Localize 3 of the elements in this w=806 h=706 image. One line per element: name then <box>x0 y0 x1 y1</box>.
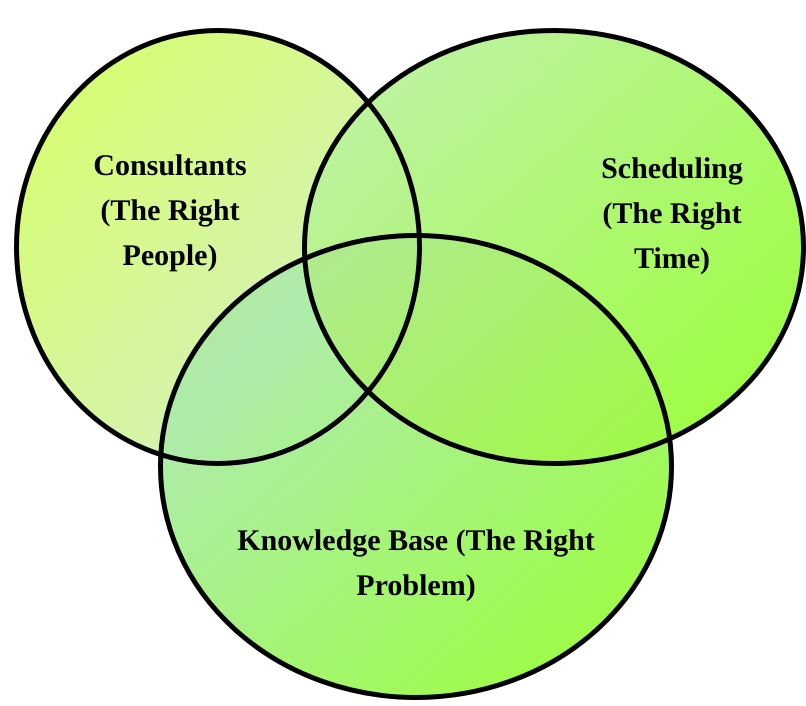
circle-label: Scheduling (The Right Time) <box>600 151 744 277</box>
circle-label: Consultants (The Right People) <box>92 148 248 274</box>
circle-label: Knowledge Base (The Right Problem) <box>236 523 596 604</box>
